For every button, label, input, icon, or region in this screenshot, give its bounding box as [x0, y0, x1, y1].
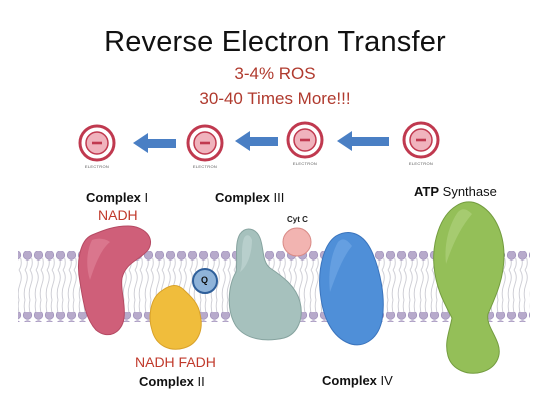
arrow-left-2 [235, 131, 278, 151]
electron-caption-1: ELECTRON [84, 164, 110, 169]
nadh-label: NADH [98, 207, 138, 223]
arrow-left-1 [133, 133, 176, 153]
times-more-subtitle: 30-40 Times More!!! [199, 89, 351, 108]
complex-iii-label-bold: Complex [215, 190, 270, 205]
complex-i-label: Complex I [86, 190, 148, 205]
electron-1 [78, 124, 116, 162]
atp-synthase-label-rest: Synthase [439, 184, 497, 199]
complex-iii-label: Complex III [215, 190, 284, 205]
electron-2 [186, 124, 224, 162]
nadh-fadh-label: NADH FADH [135, 354, 216, 370]
complex-ii-label: Complex II [139, 374, 205, 389]
complex-i-label-bold: Complex [86, 190, 141, 205]
electron-caption-2: ELECTRON [192, 164, 218, 169]
ros-subtitle: 3-4% ROS [234, 64, 316, 83]
electron-caption-4: ELECTRON [408, 161, 434, 166]
complex-iv-label: Complex IV [322, 373, 393, 388]
complex-iv-label-bold: Complex [322, 373, 377, 388]
electron-3 [286, 121, 324, 159]
atp-synthase-label-bold: ATP [414, 184, 440, 199]
diagram-title: Reverse Electron Transfer [104, 26, 446, 58]
atp-synthase-shape [433, 201, 505, 374]
complex-i-label-rest: I [140, 190, 149, 205]
electron-4 [402, 121, 440, 159]
arrow-left-3 [337, 131, 389, 151]
q-label: Q [201, 275, 209, 285]
cytc-label: Cyt C [287, 215, 308, 224]
complex-iii-label-rest: III [269, 190, 285, 205]
complex-iv-shape [319, 232, 384, 346]
complex-ii-shape [149, 285, 202, 350]
cytc-carrier [282, 227, 312, 257]
electron-caption-3: ELECTRON [292, 161, 318, 166]
complex-ii-label-rest: II [193, 374, 205, 389]
atp-synthase-label: ATP Synthase [414, 184, 497, 199]
complex-ii-label-bold: Complex [139, 374, 194, 389]
q-carrier [192, 268, 218, 294]
complex-iv-label-rest: IV [376, 373, 393, 388]
